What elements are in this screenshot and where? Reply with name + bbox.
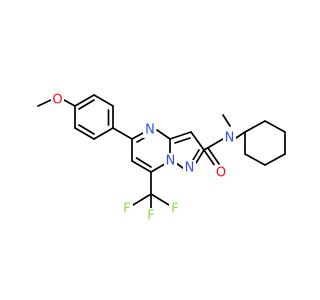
amide-oxygen-label: O xyxy=(216,166,226,181)
molecule-structure: O N N N N O F F F xyxy=(37,92,286,224)
atom-labels: O N N N N O F F F xyxy=(51,92,236,224)
methoxy-group xyxy=(37,99,76,107)
methoxy-oxygen-label: O xyxy=(52,93,62,108)
fluorine-left-label: F xyxy=(123,202,130,217)
pyrimidine-ring xyxy=(131,129,171,173)
bridgehead-nitrogen-label: N xyxy=(166,154,176,169)
fluorine-right-label: F xyxy=(171,202,178,217)
amide-group xyxy=(203,114,246,167)
trifluoromethyl-group xyxy=(132,171,170,209)
pyrazole-ring xyxy=(169,131,205,169)
pyrimidine-nitrogen-label: N xyxy=(145,123,155,138)
cyclohexyl-ring xyxy=(244,120,286,166)
aryl-link-bond xyxy=(112,127,133,140)
amide-nitrogen-label: N xyxy=(225,131,235,146)
methoxyphenyl-ring xyxy=(74,94,114,140)
pyrazole-nitrogen-label: N xyxy=(185,161,195,176)
fluorine-middle-label: F xyxy=(147,209,154,224)
